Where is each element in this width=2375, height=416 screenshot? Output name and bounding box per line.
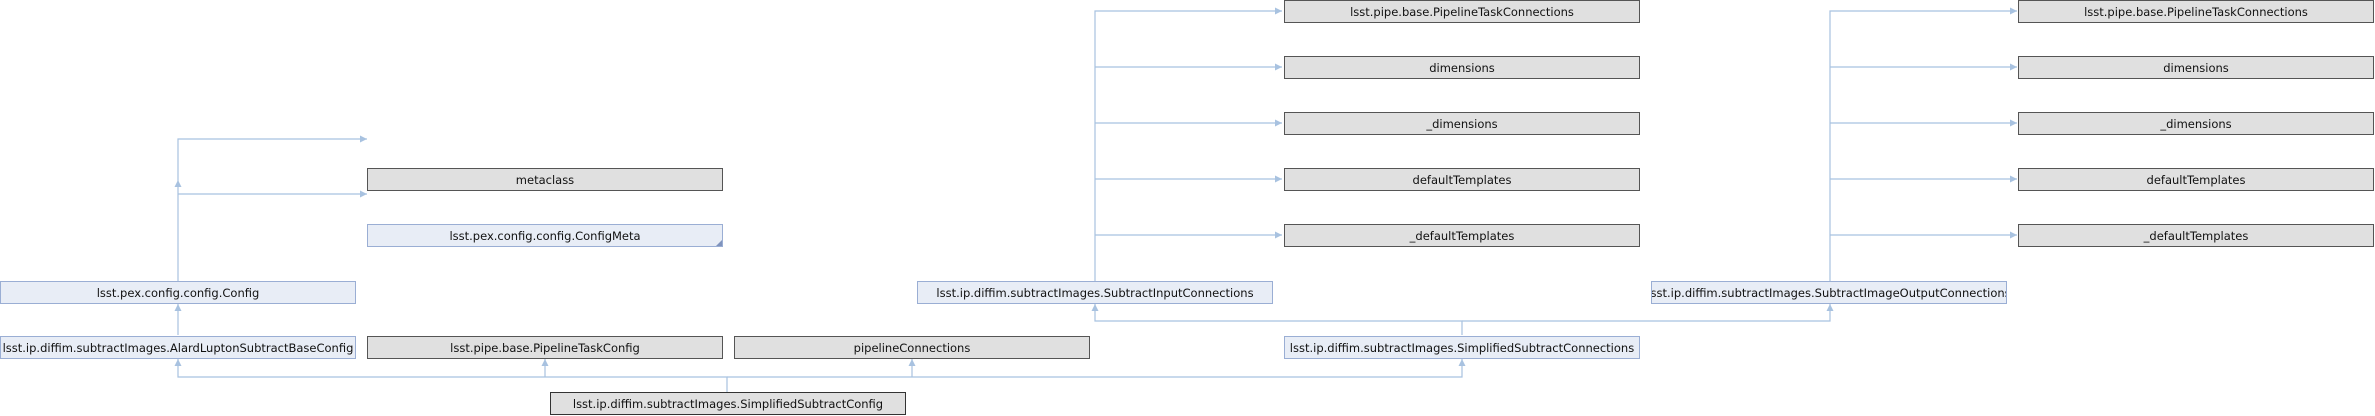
- node-alard-lupton-base-config[interactable]: lsst.ip.diffim.subtractImages.AlardLupto…: [0, 336, 356, 359]
- node-config[interactable]: lsst.pex.config.config.Config: [0, 281, 356, 304]
- node-config-meta[interactable]: lsst.pex.config.config.ConfigMeta: [367, 224, 723, 247]
- node-private-dimensions-1[interactable]: _dimensions: [1284, 112, 1640, 135]
- node-private-dimensions-2[interactable]: _dimensions: [2018, 112, 2374, 135]
- node-simplified-subtract-config[interactable]: lsst.ip.diffim.subtractImages.Simplified…: [550, 392, 906, 415]
- node-subtract-image-output-connections[interactable]: lsst.ip.diffim.subtractImages.SubtractIm…: [1651, 281, 2007, 304]
- node-private-default-templates-2[interactable]: _defaultTemplates: [2018, 224, 2374, 247]
- node-default-templates-1[interactable]: defaultTemplates: [1284, 168, 1640, 191]
- node-dimensions-1[interactable]: dimensions: [1284, 56, 1640, 79]
- node-metaclass[interactable]: metaclass: [367, 168, 723, 191]
- node-default-templates-2[interactable]: defaultTemplates: [2018, 168, 2374, 191]
- node-pipeline-task-connections-1[interactable]: lsst.pipe.base.PipelineTaskConnections: [1284, 0, 1640, 23]
- node-pipeline-task-connections-2[interactable]: lsst.pipe.base.PipelineTaskConnections: [2018, 0, 2374, 23]
- node-simplified-subtract-connections[interactable]: lsst.ip.diffim.subtractImages.Simplified…: [1284, 336, 1640, 359]
- node-private-default-templates-1[interactable]: _defaultTemplates: [1284, 224, 1640, 247]
- node-dimensions-2[interactable]: dimensions: [2018, 56, 2374, 79]
- node-pipeline-connections[interactable]: pipelineConnections: [734, 336, 1090, 359]
- node-pipeline-task-config[interactable]: lsst.pipe.base.PipelineTaskConfig: [367, 336, 723, 359]
- node-subtract-input-connections[interactable]: lsst.ip.diffim.subtractImages.SubtractIn…: [917, 281, 1273, 304]
